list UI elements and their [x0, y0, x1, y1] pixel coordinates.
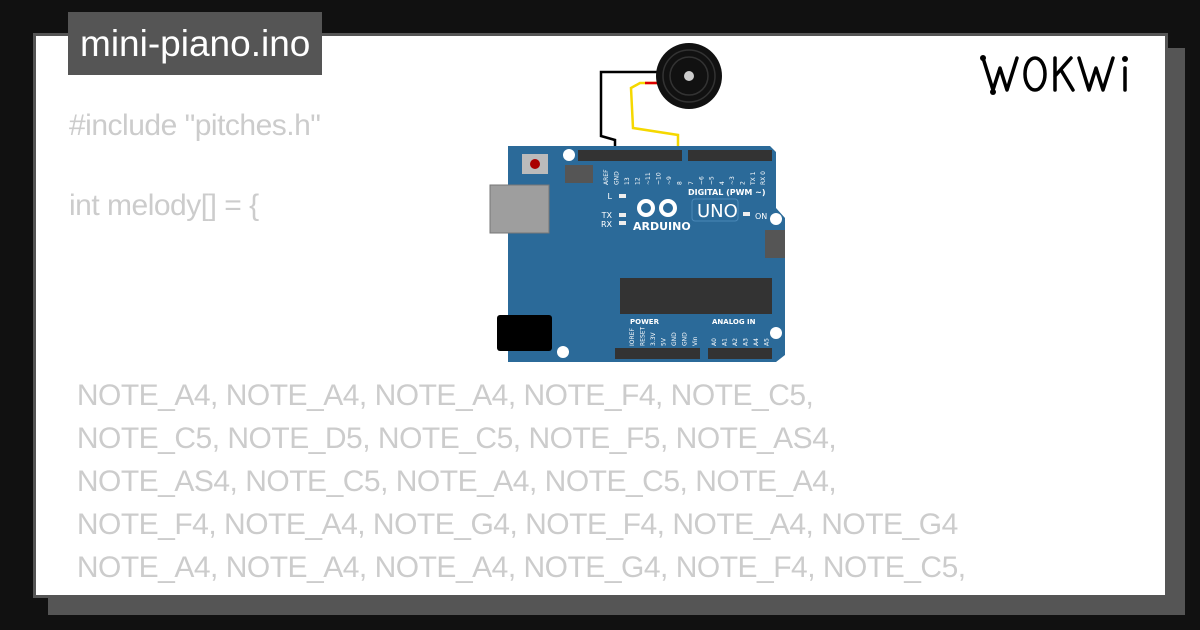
code-line: #include "pitches.h" [69, 109, 321, 142]
pin-label: RESET [640, 326, 647, 346]
pin-label: A4 [753, 338, 760, 346]
pin-label: TX 1 [750, 171, 757, 186]
led-label-on: ON [755, 212, 767, 221]
led-label-tx: TX [601, 211, 613, 220]
circuit-diagram: L TX RX ON DIGITAL (PWM ~) POWER ANALOG … [489, 43, 785, 362]
atmega-chip [620, 278, 772, 314]
code-line: NOTE_F4, NOTE_A4, NOTE_G4, NOTE_F4, NOTE… [69, 508, 958, 541]
pin-label: IOREF [629, 328, 636, 346]
arduino-infinity-logo [637, 199, 677, 217]
gnd-wire [599, 70, 660, 150]
analog-header [708, 348, 772, 359]
pin-label: 12 [635, 177, 642, 185]
pin-label: GND [671, 332, 678, 346]
buzzer [656, 43, 722, 109]
pin-label: 2 [740, 181, 747, 185]
pin-label: RX 0 [760, 171, 767, 185]
wokwi-logo [980, 55, 1128, 95]
pin-label: 4 [719, 181, 726, 185]
power-label: POWER [630, 318, 660, 326]
digital-label: DIGITAL (PWM ~) [688, 188, 766, 197]
arduino-logo-text: ARDUINO [633, 220, 691, 233]
arduino-uno-board: L TX RX ON DIGITAL (PWM ~) POWER ANALOG … [489, 146, 785, 362]
led-label-l: L [608, 192, 613, 201]
signal-wire [629, 81, 680, 153]
pin-label: 7 [688, 181, 695, 185]
file-title: mini-piano.ino [68, 12, 323, 75]
pin-label: A3 [743, 338, 750, 346]
pin-label: A1 [722, 338, 729, 346]
pin-label: ~9 [666, 176, 673, 185]
code-line: NOTE_A4, NOTE_A4, NOTE_A4, NOTE_F4, NOTE… [69, 379, 814, 412]
usb-port [489, 184, 550, 234]
pin-label: 8 [677, 181, 684, 185]
pin-label: A2 [732, 338, 739, 346]
pin-label: ~11 [645, 172, 652, 185]
pin-label: 3.3V [650, 331, 657, 346]
pin-label: A0 [711, 338, 718, 346]
pin-label: ~5 [709, 176, 716, 185]
pin-label: ~10 [656, 172, 663, 185]
pin-label: GND [682, 332, 689, 346]
uno-label: UNO [697, 201, 738, 222]
power-jack [497, 315, 552, 351]
pin-label: 5V [661, 337, 668, 346]
pin-label: AREF [603, 169, 610, 185]
pin-label: ~6 [698, 176, 705, 185]
analog-label: ANALOG IN [712, 318, 756, 326]
power-header [615, 348, 700, 359]
pin-label: GND [614, 171, 621, 185]
code-line: NOTE_AS4, NOTE_C5, NOTE_A4, NOTE_C5, NOT… [69, 465, 837, 498]
pin-label: Vin [692, 336, 699, 346]
digital-header-left [578, 150, 682, 161]
code-line: int melody[] = { [69, 189, 259, 222]
code-line: NOTE_A4, NOTE_A4, NOTE_A4, NOTE_G4, NOTE… [69, 551, 966, 584]
pin-label: A5 [764, 338, 771, 346]
reset-button-red [530, 159, 540, 169]
led-label-rx: RX [601, 220, 613, 229]
pin-label: 13 [624, 177, 631, 185]
code-line: NOTE_C5, NOTE_D5, NOTE_C5, NOTE_F5, NOTE… [69, 422, 837, 455]
pin-label: ~3 [729, 176, 736, 185]
digital-header-right [688, 150, 772, 161]
